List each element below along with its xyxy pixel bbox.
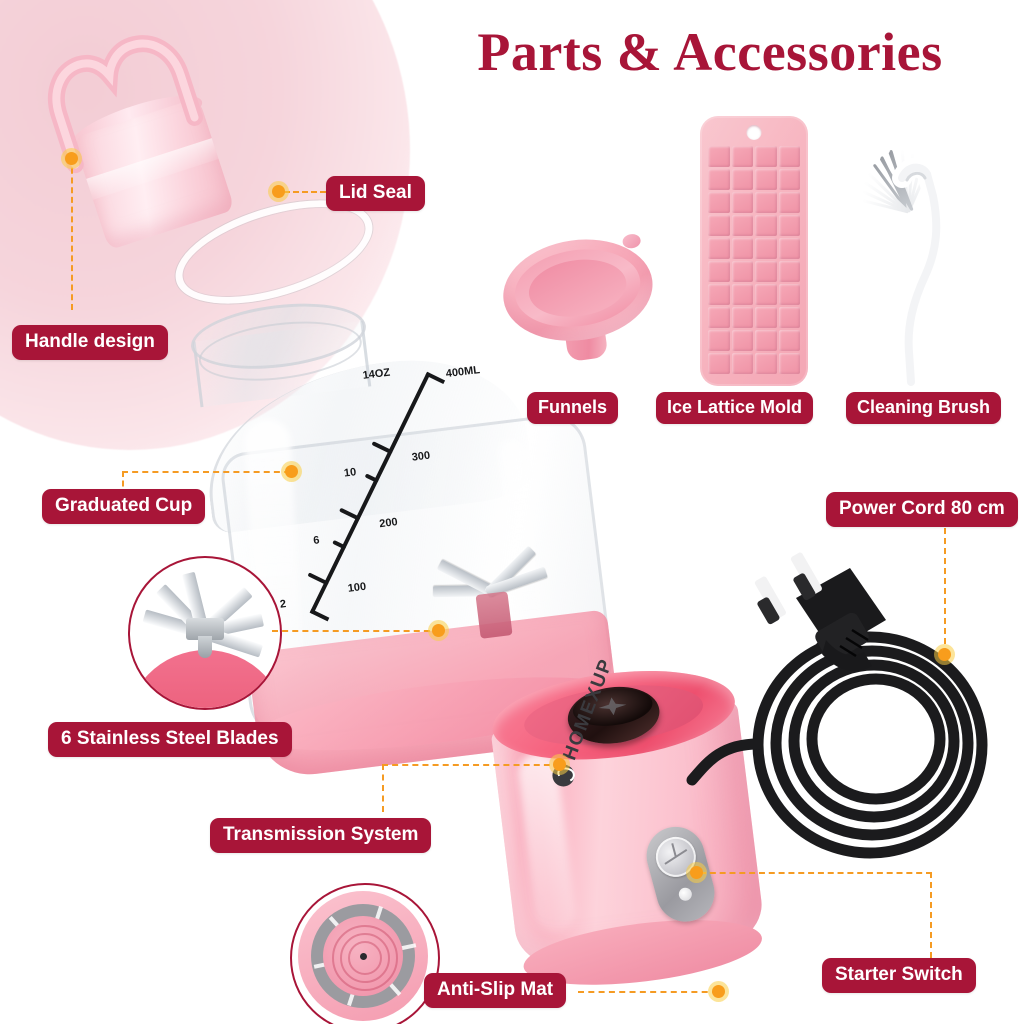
connector-blades <box>272 630 440 632</box>
dot-handle-design <box>65 152 78 165</box>
dot-lid-seal <box>272 185 285 198</box>
scale-label-10: 10 <box>343 466 357 480</box>
ice-cell <box>731 146 753 167</box>
ice-lattice-mold-graphic <box>700 116 808 386</box>
ice-cell <box>731 353 753 374</box>
ice-cell <box>708 169 730 190</box>
connector-starter-switch-v <box>930 872 932 958</box>
ice-cell <box>708 307 730 328</box>
ice-cell <box>755 192 777 213</box>
ice-cell <box>778 330 800 351</box>
inset-blade-hub <box>186 618 224 640</box>
ice-cell <box>778 192 800 213</box>
label-graduated-cup[interactable]: Graduated Cup <box>42 489 206 524</box>
ice-cell <box>731 261 753 282</box>
funnel-graphic <box>496 230 664 380</box>
lid-handle <box>34 21 216 174</box>
ice-cell <box>755 146 777 167</box>
ice-cell <box>755 307 777 328</box>
ice-cell <box>731 169 753 190</box>
ice-cell <box>708 261 730 282</box>
ice-cell <box>731 330 753 351</box>
bottle-lid-graphic <box>10 1 281 285</box>
label-blades[interactable]: 6 Stainless Steel Blades <box>48 722 292 757</box>
plug-body <box>754 552 886 671</box>
ice-cell <box>731 284 753 305</box>
ice-cell <box>708 330 730 351</box>
connector-anti-slip-mat <box>578 991 718 993</box>
connector-transmission-h <box>382 764 560 766</box>
ice-cell <box>708 146 730 167</box>
ice-cell <box>778 353 800 374</box>
label-transmission-system[interactable]: Transmission System <box>210 818 432 853</box>
connector-graduated-cup-h <box>122 471 290 473</box>
label-starter-switch[interactable]: Starter Switch <box>822 958 976 993</box>
label-cleaning-brush[interactable]: Cleaning Brush <box>846 392 1002 424</box>
ice-cell <box>778 238 800 259</box>
power-cord-graphic <box>686 480 1024 910</box>
ice-mold-hang-hole <box>746 125 762 140</box>
ice-cell <box>708 215 730 236</box>
mat-ring-1 <box>332 925 398 991</box>
ice-cell <box>778 284 800 305</box>
ice-cell <box>708 238 730 259</box>
label-funnels[interactable]: Funnels <box>527 392 619 424</box>
cleaning-brush-graphic <box>855 100 975 392</box>
blade-detail-inset <box>128 556 282 710</box>
scale-label-300: 300 <box>411 449 431 464</box>
label-ice-lattice-mold[interactable]: Ice Lattice Mold <box>656 392 814 424</box>
ice-cell <box>778 215 800 236</box>
connector-graduated-cup-v <box>122 471 124 496</box>
scale-cap-bottom <box>309 608 330 622</box>
anti-slip-mat-inset <box>290 883 440 1024</box>
ice-cell <box>708 284 730 305</box>
ice-cell <box>778 307 800 328</box>
ice-cell <box>755 353 777 374</box>
dot-transmission <box>553 758 566 771</box>
ice-cell <box>755 330 777 351</box>
ice-cell <box>708 353 730 374</box>
mat-ring-2 <box>340 933 390 983</box>
dot-graduated-cup <box>285 465 298 478</box>
scale-label-100: 100 <box>347 580 367 595</box>
brush-handle <box>855 100 975 392</box>
label-handle-design[interactable]: Handle design <box>12 325 168 360</box>
dot-blades <box>432 624 445 637</box>
dot-anti-slip-mat <box>712 985 725 998</box>
connector-power-cord <box>944 528 946 654</box>
dot-power-cord <box>938 648 951 661</box>
ice-cell <box>755 215 777 236</box>
ice-cell <box>731 307 753 328</box>
ice-cell <box>731 215 753 236</box>
ice-mold-cell-grid <box>708 146 800 374</box>
mat-center-dot <box>360 953 367 960</box>
inset-blade-shaft <box>198 636 212 658</box>
ice-cell <box>778 146 800 167</box>
ice-cell <box>708 192 730 213</box>
ice-cell <box>778 261 800 282</box>
ice-cell <box>731 192 753 213</box>
scale-label-2: 2 <box>279 598 287 611</box>
scale-label-200: 200 <box>378 516 399 531</box>
connector-lid-seal <box>284 191 326 193</box>
label-lid-seal[interactable]: Lid Seal <box>326 176 425 211</box>
mat-ring-3 <box>348 941 382 975</box>
page-title: Parts & Accessories <box>477 22 943 82</box>
ice-cell <box>731 238 753 259</box>
ice-cell <box>755 238 777 259</box>
connector-handle-design <box>71 158 73 310</box>
label-power-cord[interactable]: Power Cord 80 cm <box>826 492 1018 527</box>
inset-blade-cone <box>130 650 280 708</box>
scale-label-6: 6 <box>312 534 321 547</box>
connector-starter-switch-h <box>700 872 932 874</box>
ice-cell <box>755 261 777 282</box>
ice-cell <box>755 284 777 305</box>
connector-transmission-v <box>382 764 384 812</box>
dot-starter-switch <box>690 866 703 879</box>
status-led <box>677 886 694 903</box>
ice-cell <box>778 169 800 190</box>
ice-cell <box>755 169 777 190</box>
label-anti-slip-mat[interactable]: Anti-Slip Mat <box>424 973 567 1008</box>
